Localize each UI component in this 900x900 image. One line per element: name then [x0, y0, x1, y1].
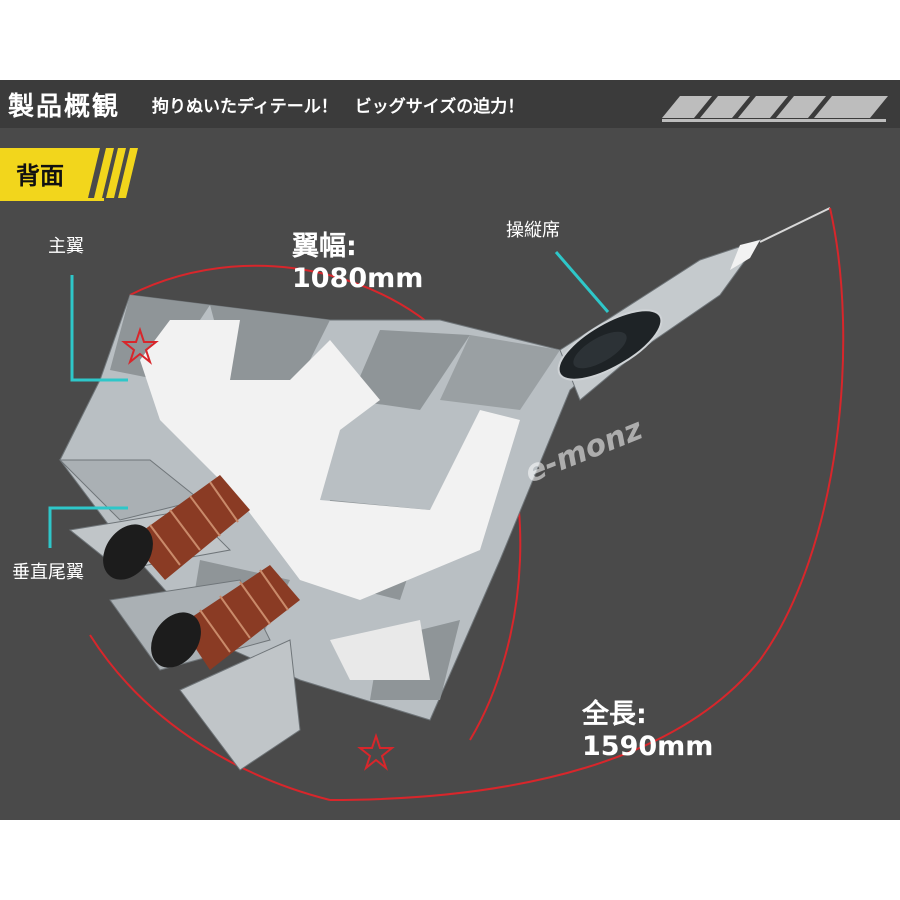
cockpit-label: 操縦席: [506, 220, 560, 241]
product-overview-panel: 製品概観 拘りぬいたディテール！ ビッグサイズの迫力！ 背面 主翼 垂直尾翼 操…: [0, 80, 900, 820]
page-title: 製品概観: [8, 92, 121, 122]
section-label-plate: [0, 148, 138, 201]
length-value: 1590mm: [582, 731, 714, 762]
vertical-tail-label: 垂直尾翼: [12, 562, 84, 583]
red-star-icon: [357, 732, 395, 771]
length-arc: [329, 207, 845, 801]
page-tagline: 拘りぬいたディテール！ ビッグサイズの迫力！: [152, 97, 525, 117]
wingspan-value: 1080mm: [292, 263, 424, 294]
length-label: 全長:: [582, 699, 647, 730]
red-star-icon: [121, 326, 159, 365]
aircraft: [58, 207, 831, 771]
wingspan-label: 翼幅:: [292, 231, 357, 262]
main-wing-callout-line: [70, 275, 128, 382]
engine-nozzle-upper: [103, 475, 250, 580]
engine-nozzle-lower: [151, 565, 300, 670]
stripe-decoration-icon: [662, 96, 888, 122]
main-wing-label: 主翼: [48, 236, 84, 257]
aircraft-illustration: [0, 96, 888, 801]
section-label: 背面: [16, 162, 64, 190]
cockpit-callout-line: [554, 251, 610, 313]
vertical-tail-callout-line: [48, 506, 128, 548]
